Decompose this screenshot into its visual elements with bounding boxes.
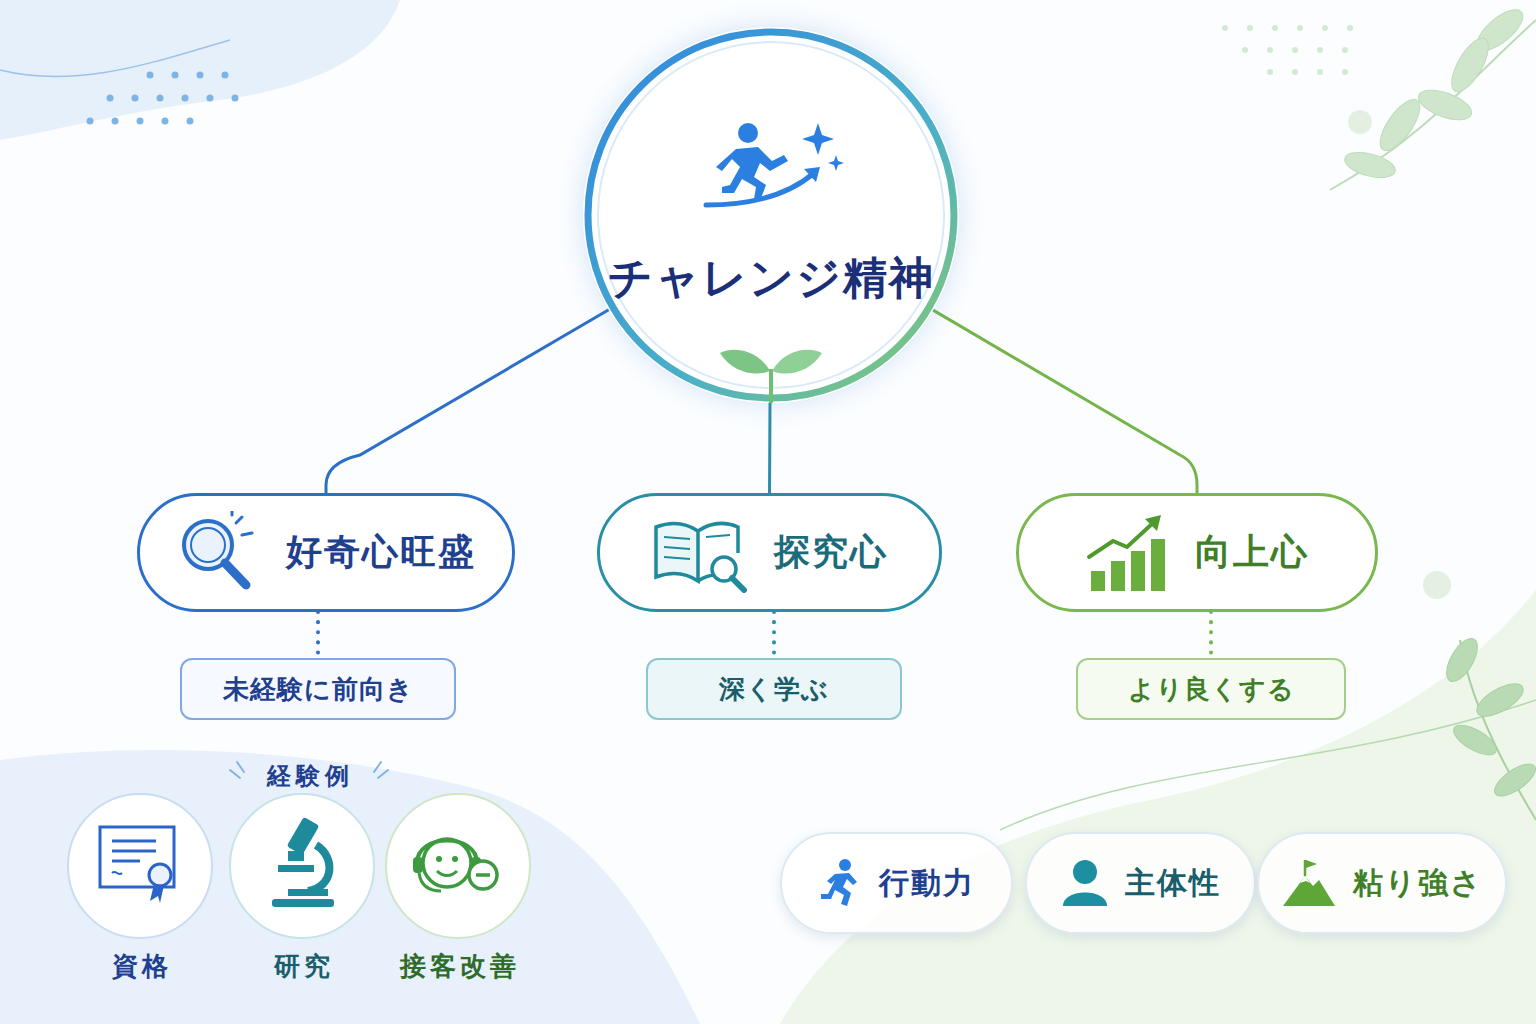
trait-pill: 好奇心旺盛 [137, 493, 515, 612]
keyword-box: より良くする [1076, 658, 1346, 720]
leaves-top-right [1330, 3, 1536, 190]
gradient-ring [583, 27, 959, 403]
sprout-icon [716, 333, 826, 403]
magnifier-icon [176, 511, 260, 595]
quality-pill: 行動力 [780, 832, 1013, 934]
runner-icon [819, 858, 863, 908]
node-text: 行動力 [879, 863, 975, 904]
example-circle: 資格 [67, 793, 213, 939]
keyword-box: 未経験に前向き [180, 658, 456, 720]
example-circle: 接客改善 [385, 793, 531, 939]
growth-chart-icon [1085, 511, 1169, 595]
example-circle: 研究 [229, 793, 375, 939]
node-text: 粘り強さ [1353, 863, 1483, 904]
node-text: 深く学ぶ [719, 672, 829, 707]
node-text: 探究心 [774, 528, 888, 577]
dotted-connector [1209, 612, 1213, 658]
runner-icon [696, 119, 846, 209]
microscope-icon [258, 815, 348, 911]
dots-top-right [1222, 25, 1353, 75]
leaves-bottom-right [1423, 571, 1536, 820]
dotted-connector [772, 612, 776, 658]
quality-pill: 粘り強さ [1257, 832, 1507, 934]
dotted-connector [316, 612, 320, 658]
wave-top-left [0, 40, 230, 77]
branch-connector [768, 403, 772, 493]
mountain-flag-icon [1281, 858, 1337, 908]
node-text: 研究 [201, 949, 407, 984]
node-text: より良くする [1128, 672, 1295, 707]
node-text: チャレンジ精神 [583, 249, 959, 308]
dots-top-left [87, 72, 239, 125]
blob-bottom-right [780, 590, 1536, 1024]
node-text: 接客改善 [357, 949, 563, 984]
person-icon [1061, 858, 1109, 908]
node-text: 好奇心旺盛 [286, 528, 476, 577]
trait-pill: 向上心 [1016, 493, 1378, 612]
central-circle: チャレンジ精神 [583, 27, 959, 403]
blob-top-left [0, 0, 400, 140]
quality-pill: 主体性 [1025, 832, 1256, 934]
node-text: 主体性 [1125, 863, 1221, 904]
book-search-icon [652, 513, 748, 593]
branch-connector [326, 310, 609, 493]
branch-connector [933, 310, 1197, 493]
trait-pill: 探究心 [597, 493, 942, 612]
node-text: 資格 [39, 949, 245, 984]
node-text: 向上心 [1195, 528, 1309, 577]
certificate-icon [96, 819, 186, 909]
node-text: 未経験に前向き [223, 672, 414, 707]
customer-service-icon [407, 819, 507, 909]
section-label: 経験例 [267, 760, 354, 792]
blob-bottom-left [0, 750, 700, 1024]
keyword-box: 深く学ぶ [646, 658, 902, 720]
